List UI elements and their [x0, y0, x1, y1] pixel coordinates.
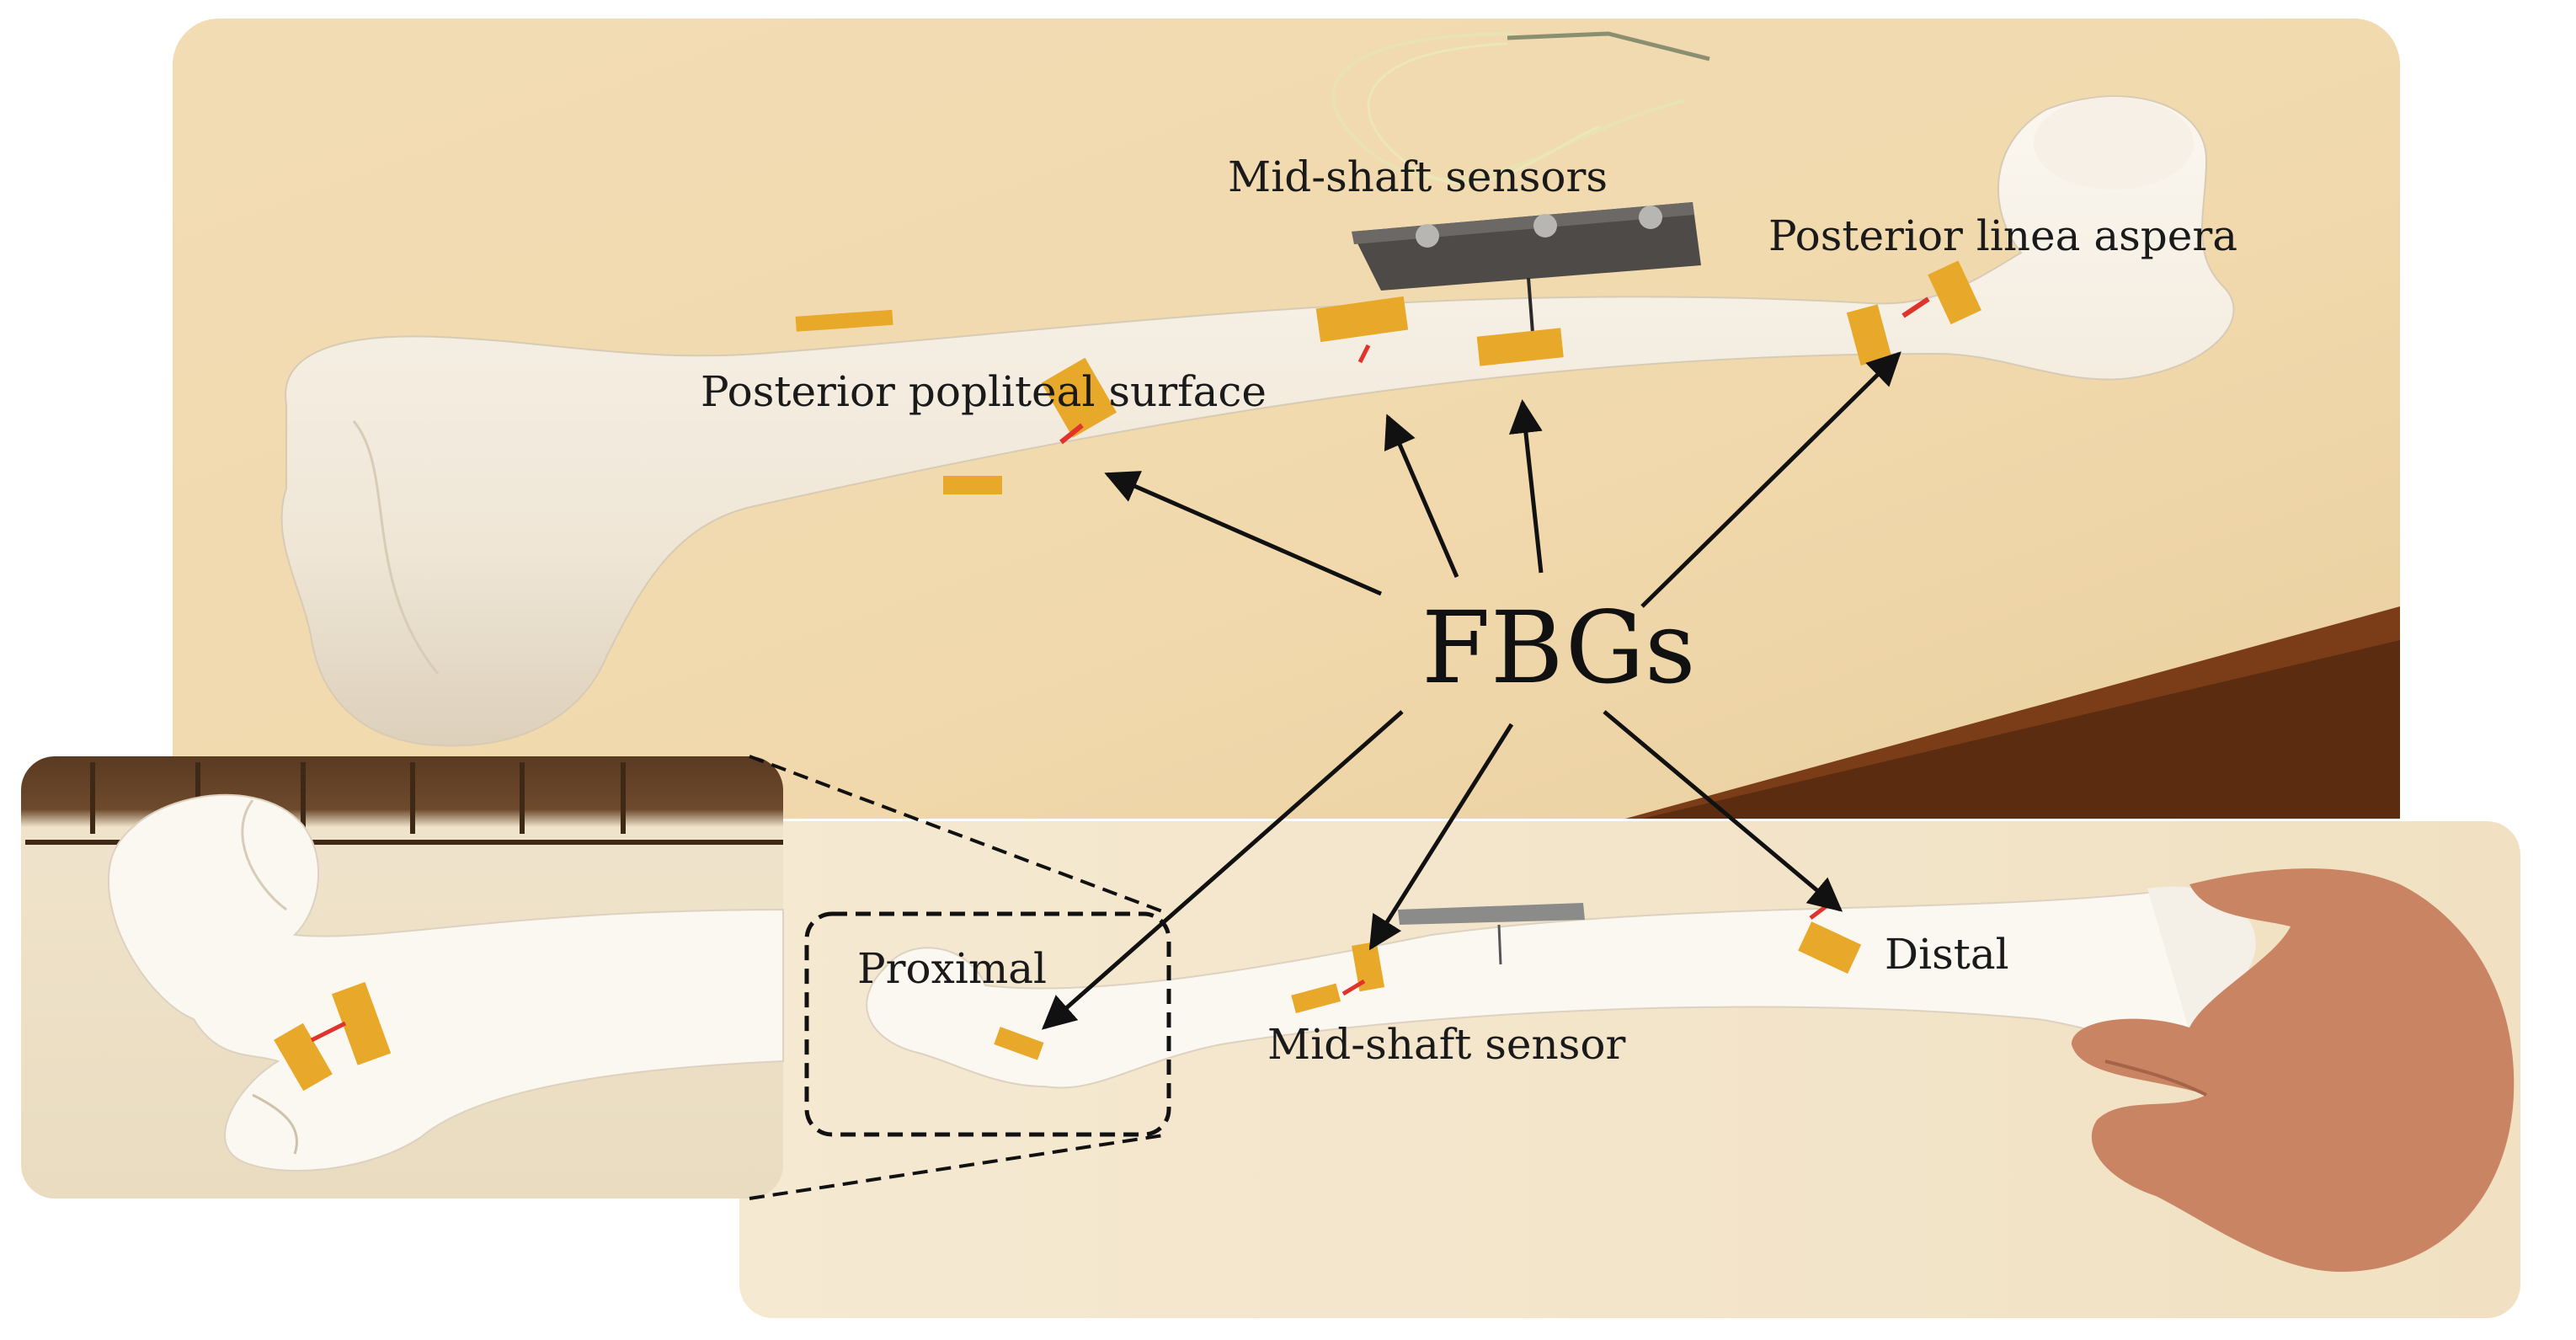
arrow-mid-shaft-1 [1384, 414, 1459, 578]
sensor-plate-bottom [1398, 903, 1585, 925]
label-posterior-popliteal-surface: Posterior popliteal surface [701, 367, 1267, 416]
label-mid-shaft-sensor: Mid-shaft sensor [1267, 1020, 1626, 1069]
hand [2072, 868, 2515, 1272]
top-photo-panel [173, 19, 2400, 819]
arrow-mid-shaft-2 [1509, 399, 1544, 574]
label-fbgs-hub: FBGs [1421, 590, 1696, 706]
tape-patches-top [795, 260, 1981, 494]
inset-photo-panel [21, 756, 784, 1199]
fiber-connector [1507, 31, 1710, 61]
label-posterior-linea-aspera: Posterior linea aspera [1768, 211, 2238, 260]
label-distal: Distal [1885, 930, 2009, 979]
zoom-region-box [804, 911, 1171, 1137]
arrow-mid-shaft-bottom [1368, 723, 1514, 951]
sensor-plate [1352, 202, 1701, 334]
fiber-cable [1331, 32, 1685, 181]
arrow-popliteal [1104, 471, 1383, 596]
fbg-arrows [1042, 351, 1901, 1030]
femur-bone-top [280, 95, 2235, 747]
arrow-linea-aspera [1640, 351, 1901, 608]
arrow-proximal [1042, 710, 1404, 1030]
label-proximal: Proximal [857, 944, 1048, 993]
label-mid-shaft-sensors: Mid-shaft sensors [1228, 152, 1608, 201]
arrow-distal [1603, 710, 1843, 912]
femur-head-inset [107, 793, 784, 1172]
bottom-photo-panel [739, 821, 2520, 1318]
zoom-line-top [749, 755, 1170, 916]
